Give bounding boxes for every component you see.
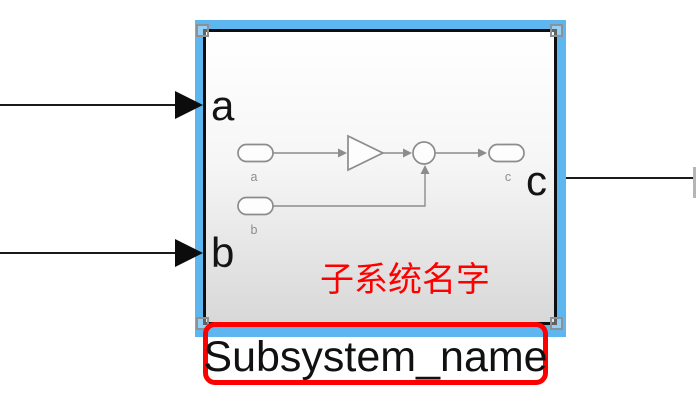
- port-label-b: b: [211, 229, 235, 276]
- block-name-label[interactable]: Subsystem_name: [203, 333, 548, 381]
- subsystem-annotation[interactable]: 子系统名字: [320, 261, 490, 299]
- port-label-a: a: [211, 82, 235, 129]
- selection-handle-top-left[interactable]: [196, 24, 209, 37]
- selection-handle-bottom-right[interactable]: [550, 317, 563, 330]
- open-wire-end-icon: [693, 167, 696, 198]
- input-wire-b[interactable]: [0, 239, 203, 267]
- port-label-c: c: [526, 157, 547, 204]
- input-wire-a[interactable]: [0, 91, 203, 119]
- selection-handle-top-right[interactable]: [550, 24, 563, 37]
- output-wire-c[interactable]: [566, 167, 696, 198]
- name-highlight-box: Subsystem_name: [203, 322, 548, 385]
